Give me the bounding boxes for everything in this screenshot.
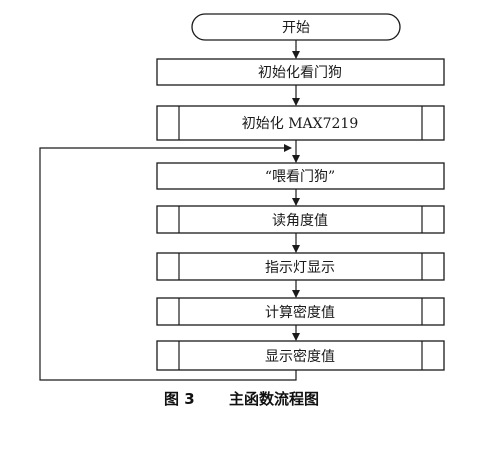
figure-title: 主函数流程图 bbox=[229, 390, 319, 408]
figure-number: 图 3 bbox=[164, 390, 195, 408]
step-init-max7219 bbox=[156, 105, 445, 141]
start-terminal-label: 开始 bbox=[282, 20, 310, 36]
step-init-max7219-label: 初始化 MAX7219 bbox=[242, 115, 359, 132]
loop-back-connector bbox=[39, 144, 297, 381]
step-indicator-display-label: 指示灯显示 bbox=[265, 260, 335, 276]
step-display-density-label: 显示密度值 bbox=[265, 348, 335, 365]
step-indicator-display bbox=[156, 252, 445, 281]
step-feed-watchdog bbox=[156, 162, 445, 190]
step-feed-watchdog-label: “喂看门狗” bbox=[265, 169, 335, 185]
step-read-angle-label: 读角度值 bbox=[272, 212, 328, 229]
step-calc-density bbox=[156, 297, 445, 326]
step-init-watchdog-label: 初始化看门狗 bbox=[258, 64, 342, 81]
step-calc-density-label: 计算密度值 bbox=[265, 304, 335, 321]
step-read-angle bbox=[156, 205, 445, 234]
step-display-density bbox=[156, 340, 445, 371]
step-init-watchdog bbox=[156, 58, 445, 86]
